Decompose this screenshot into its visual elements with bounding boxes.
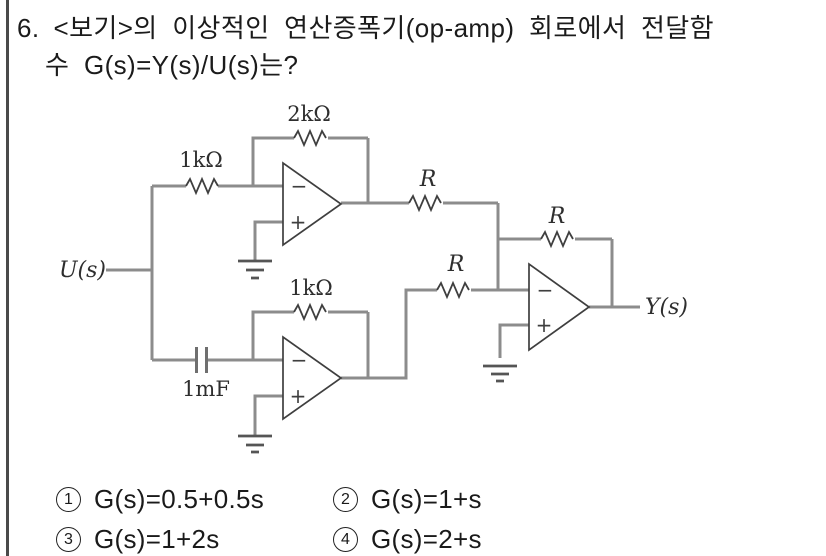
ground-symbols — [238, 259, 517, 454]
wire-opamp1-plus-to-ground — [253, 220, 283, 260]
label-1k-ohm-feedback: 1kΩ — [289, 276, 333, 300]
resistor-1k-feedback — [293, 302, 327, 322]
label-2k-ohm: 2kΩ — [287, 102, 331, 126]
answer-choice-2: 2 G(s)=1+s — [333, 484, 482, 515]
choice-3-circle-number: 3 — [56, 527, 81, 552]
choice-3-label: G(s)=1+2s — [94, 524, 220, 554]
label-r-feedback-sum: R — [548, 204, 566, 229]
capacitor-1mf — [195, 347, 208, 373]
opamp1-minus-sign: − — [291, 174, 308, 198]
opamp2-triangle — [282, 335, 343, 421]
label-1k-ohm-input: 1kΩ — [179, 148, 223, 172]
ground-icon — [483, 364, 517, 383]
label-input-us: U(s) — [59, 258, 106, 283]
opamp2-plus-sign: + — [290, 384, 307, 408]
answer-choice-3: 3 G(s)=1+2s — [56, 524, 220, 555]
wire-opamp2-plus-to-ground — [253, 394, 283, 435]
circuit-wires — [106, 136, 640, 435]
opamp3-minus-sign: − — [537, 278, 554, 302]
wire-opamp2-output — [341, 288, 529, 380]
label-output-ys: Y(s) — [645, 295, 688, 320]
question-number: 6. — [17, 13, 40, 43]
resistor-r-from-bottom — [436, 280, 470, 300]
resistor-r-from-top — [408, 193, 442, 213]
label-r-from-top: R — [419, 167, 437, 192]
resistor-2k-feedback — [293, 128, 327, 148]
ground-icon — [238, 259, 272, 280]
question-line-1: 6. <보기>의 이상적인 연산증폭기(op-amp) 회로에서 전달함 — [17, 13, 714, 43]
choice-1-circle-number: 1 — [56, 487, 81, 512]
choice-4-label: G(s)=2+s — [371, 524, 482, 554]
resistor-r-summing-feedback — [540, 229, 574, 249]
choice-1-label: G(s)=0.5+0.5s — [94, 484, 265, 514]
question-text-line2: 수 G(s)=Y(s)/U(s)는? — [45, 50, 299, 80]
left-border-line — [6, 0, 9, 556]
choice-4-circle-number: 4 — [333, 527, 358, 552]
label-1mf-capacitor: 1mF — [182, 377, 230, 401]
resistors — [185, 128, 574, 322]
opamps — [282, 161, 591, 421]
opamp3-triangle — [528, 262, 591, 352]
choice-2-label: G(s)=1+s — [371, 484, 482, 514]
wire-top-feedback-loop — [251, 136, 370, 203]
circuit-labels: 2kΩ 1kΩ 1kΩ 1mF R R R U(s) Y(s) — [59, 102, 688, 401]
label-r-from-bottom: R — [447, 252, 465, 277]
question-text-line1: <보기>의 이상적인 연산증폭기(op-amp) 회로에서 전달함 — [53, 13, 714, 43]
opamp2-minus-sign: − — [291, 348, 308, 372]
choice-2-circle-number: 2 — [333, 487, 358, 512]
opamp-signs: − + − + − + — [290, 174, 554, 408]
ground-icon — [238, 434, 272, 454]
answer-choice-1: 1 G(s)=0.5+0.5s — [56, 484, 264, 515]
wire-bottom-feedback-loop — [251, 310, 370, 378]
answer-choice-4: 4 G(s)=2+s — [333, 524, 482, 555]
resistor-1k-input — [185, 176, 219, 196]
wire-opamp3-plus-to-ground — [498, 323, 529, 358]
wire-summing-feedback-loop — [498, 237, 614, 307]
opamp1-triangle — [282, 161, 343, 247]
opamp3-plus-sign: + — [536, 313, 553, 337]
opamp1-plus-sign: + — [290, 210, 307, 234]
